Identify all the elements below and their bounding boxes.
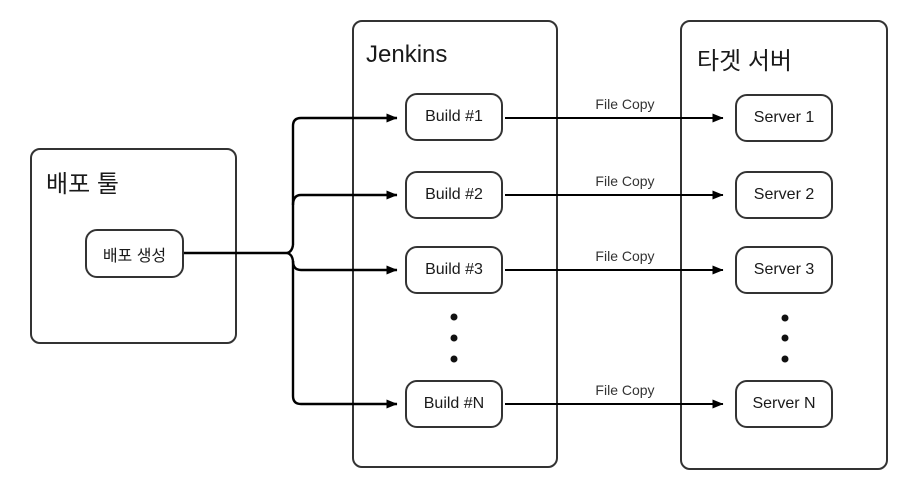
edge-label-file-copy-4: File Copy bbox=[595, 382, 655, 398]
node-server-1: Server 1 bbox=[735, 94, 833, 142]
edge-label-file-copy-2: File Copy bbox=[595, 173, 655, 189]
edge-fork-to-build1 bbox=[291, 113, 398, 245]
edge-fork-to-build2 bbox=[291, 190, 398, 206]
edge-label-file-copy-1: File Copy bbox=[595, 96, 655, 112]
edge-fork-brace-up bbox=[286, 244, 295, 255]
container-deploy-tool-title: 배포 툴 bbox=[46, 171, 119, 198]
edge-fork-brace-down bbox=[286, 251, 295, 262]
node-server-3: Server 3 bbox=[735, 246, 833, 294]
edge-fork-to-build3 bbox=[291, 260, 398, 275]
ellipsis-dots-builds bbox=[450, 313, 458, 363]
edge-fork-to-buildN bbox=[291, 261, 398, 409]
container-jenkins-title: Jenkins bbox=[366, 41, 448, 68]
node-build-2: Build #2 bbox=[405, 171, 503, 219]
ellipsis-dots-servers bbox=[781, 314, 789, 363]
node-build-3: Build #3 bbox=[405, 246, 503, 294]
edge-label-file-copy-3: File Copy bbox=[595, 248, 655, 264]
node-deploy-create: 배포 생성 bbox=[85, 229, 184, 278]
node-server-n: Server N bbox=[735, 380, 833, 428]
container-target-server-title: 타겟 서버 bbox=[697, 48, 792, 75]
node-server-2: Server 2 bbox=[735, 171, 833, 219]
node-build-1: Build #1 bbox=[405, 93, 503, 141]
node-build-n: Build #N bbox=[405, 380, 503, 428]
